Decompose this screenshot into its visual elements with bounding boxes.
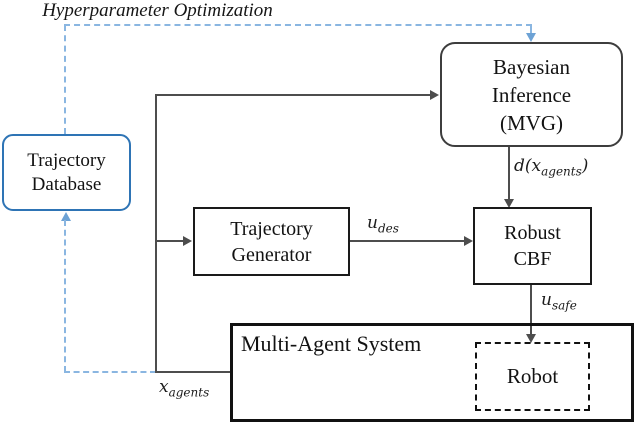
bayesian-inference-box: Bayesian Inference (MVG)	[440, 42, 623, 147]
signal-label-x-agents: xagents	[159, 377, 209, 399]
u-des-base: u	[367, 213, 378, 233]
d-x-agents-base: x	[531, 156, 542, 176]
dashed-feedback-line-into-bayesian	[530, 25, 532, 35]
x-agents-base: x	[159, 377, 169, 397]
bayesian-inference-label-line1: Bayesian	[493, 54, 570, 79]
trajectory-generator-label-line2: Generator	[231, 243, 312, 266]
signal-line-d-x-agents	[508, 147, 510, 200]
d-x-agents-prefix: d(	[514, 156, 532, 176]
signal-line-to-generator	[155, 240, 184, 242]
trajectory-database-box: Trajectory Database	[2, 134, 131, 211]
dashed-feedback-line-bottom	[64, 371, 156, 373]
robot-label: Robot	[506, 364, 559, 388]
robot-box: Robot	[475, 342, 590, 411]
u-safe-base: u	[541, 290, 552, 310]
signal-line-from-multi-agent	[155, 371, 232, 373]
blue-arrowhead-into-database-icon	[61, 212, 71, 221]
arrowhead-into-generator-icon	[183, 236, 192, 246]
trajectory-database-label-line1: Trajectory	[27, 149, 106, 171]
trajectory-generator-box: Trajectory Generator	[193, 207, 350, 276]
trajectory-generator-label-line1: Trajectory	[230, 217, 313, 240]
d-x-agents-suffix: )	[581, 156, 589, 176]
robust-cbf-label-line2: CBF	[513, 248, 552, 270]
dashed-feedback-line-left-lower	[64, 220, 66, 372]
arrowhead-into-robot-icon	[526, 334, 536, 343]
arrowhead-into-cbf-top-icon	[504, 199, 514, 208]
dashed-feedback-line-top	[64, 24, 532, 26]
trajectory-database-label-line2: Database	[31, 173, 102, 195]
bayesian-inference-label-line3: (MVG)	[500, 110, 563, 135]
u-des-sub: des	[377, 221, 399, 236]
multi-agent-system-label: Multi-Agent System	[241, 331, 422, 356]
hyperparameter-optimization-title: Hyperparameter Optimization	[42, 0, 273, 21]
u-safe-sub: safe	[551, 298, 577, 313]
arrowhead-into-bayesian-icon	[430, 90, 439, 100]
signal-line-u-safe	[530, 285, 532, 335]
dashed-feedback-line-left-upper	[64, 25, 66, 134]
bayesian-inference-label-line2: Inference	[491, 82, 572, 107]
multi-agent-system-box: Multi-Agent System	[230, 323, 634, 422]
signal-label-u-des: udes	[367, 213, 399, 235]
x-agents-sub: agents	[168, 385, 210, 400]
robust-cbf-box: Robust CBF	[473, 207, 592, 285]
d-x-agents-sub: agents	[541, 164, 582, 179]
signal-line-vertical-bus	[155, 94, 157, 373]
signal-line-to-bayesian	[155, 94, 432, 96]
signal-line-u-des	[350, 240, 466, 242]
signal-label-u-safe: usafe	[541, 290, 577, 312]
blue-arrowhead-into-bayesian-icon	[526, 33, 536, 42]
robust-cbf-label-line1: Robust	[504, 222, 561, 244]
arrowhead-into-cbf-left-icon	[464, 236, 473, 246]
signal-label-d-x-agents: d(xagents)	[514, 156, 588, 178]
